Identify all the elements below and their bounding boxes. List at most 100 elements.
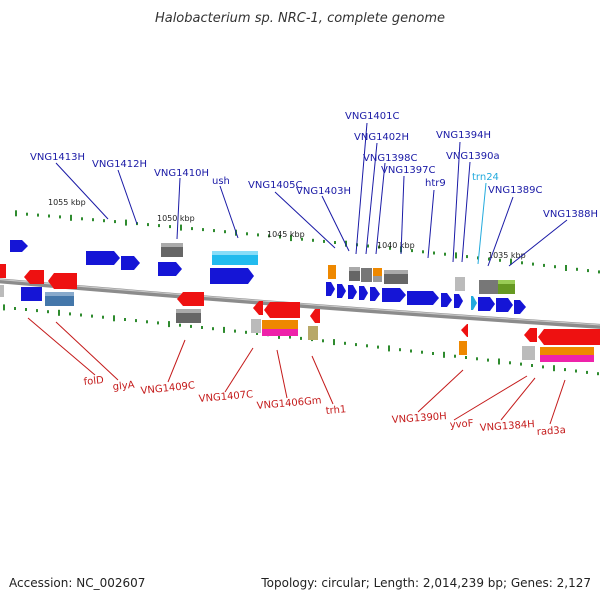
gene-forward bbox=[478, 297, 495, 311]
feature-box bbox=[540, 347, 594, 355]
forward-strand-genes bbox=[10, 240, 526, 314]
tick-mark bbox=[399, 348, 401, 352]
gene-forward bbox=[359, 286, 368, 300]
tick-mark bbox=[499, 258, 501, 262]
tick-mark bbox=[190, 324, 192, 328]
tick-mark bbox=[333, 339, 335, 346]
tick-mark bbox=[553, 365, 555, 372]
feature-box bbox=[373, 268, 382, 276]
tick-mark bbox=[488, 257, 490, 261]
tick-mark bbox=[179, 323, 181, 327]
scale-label: 1050 kbp bbox=[157, 214, 195, 223]
gene-label: VNG1390H bbox=[391, 411, 447, 426]
accession-text: Accession: NC_002607 bbox=[9, 576, 145, 590]
tick-mark bbox=[191, 227, 193, 231]
tick-mark bbox=[487, 358, 489, 362]
forward-labels: VNG1413H VNG1412H VNG1410H ush VNG1405C … bbox=[30, 111, 598, 220]
gene-forward bbox=[348, 285, 357, 299]
tick-mark bbox=[510, 258, 512, 265]
tick-mark bbox=[70, 214, 72, 221]
tick-mark bbox=[587, 269, 589, 273]
tick-mark bbox=[289, 335, 291, 339]
tick-mark bbox=[377, 345, 379, 349]
tick-mark bbox=[169, 225, 171, 229]
tick-mark bbox=[36, 309, 38, 313]
scale-label: 1055 kbp bbox=[48, 198, 86, 207]
feature-box bbox=[479, 280, 498, 294]
gene-forward bbox=[407, 291, 439, 305]
gene-label: VNG1398C bbox=[363, 153, 418, 164]
tick-mark bbox=[158, 224, 160, 228]
tick-mark bbox=[246, 232, 248, 236]
tick-mark bbox=[565, 265, 567, 271]
gene-label: VNG1401C bbox=[345, 111, 400, 122]
gene-label: VNG1397C bbox=[381, 165, 436, 176]
tick-mark bbox=[102, 315, 104, 319]
tick-row-outer bbox=[15, 210, 600, 274]
gene-forward bbox=[10, 240, 28, 252]
gene-label: VNG1406Gm bbox=[256, 395, 322, 412]
tick-mark bbox=[564, 368, 566, 372]
tick-mark bbox=[554, 265, 556, 269]
tick-mark bbox=[257, 233, 259, 237]
reverse-strand-genes bbox=[0, 264, 600, 345]
tick-mark bbox=[256, 332, 258, 335]
genome-summary-text: Topology: circular; Length: 2,014,239 bp… bbox=[260, 576, 591, 590]
tick-mark bbox=[14, 307, 16, 310]
tick-mark bbox=[245, 330, 247, 334]
tick-mark bbox=[322, 339, 324, 343]
tick-mark bbox=[69, 312, 71, 316]
tick-mark bbox=[422, 250, 424, 254]
gene-label: VNG1402H bbox=[354, 132, 409, 143]
tick-mark bbox=[234, 329, 236, 333]
gene-label: rad3a bbox=[536, 425, 566, 438]
tick-mark bbox=[498, 358, 500, 365]
tick-mark bbox=[268, 234, 270, 238]
feature-box bbox=[262, 320, 298, 329]
gene-forward bbox=[454, 294, 463, 308]
scale-label: 1040 kbp bbox=[377, 241, 415, 250]
tick-mark bbox=[334, 241, 336, 244]
tick-mark bbox=[92, 218, 94, 222]
gene-forward bbox=[326, 282, 335, 296]
tick-mark bbox=[157, 321, 159, 325]
gene-reverse bbox=[461, 324, 468, 337]
feature-box bbox=[308, 326, 318, 340]
scale-label: 1045 kbp bbox=[267, 230, 305, 239]
gene-reverse-blue bbox=[21, 287, 42, 301]
tick-mark bbox=[598, 270, 600, 274]
tick-mark bbox=[15, 210, 17, 217]
tick-mark bbox=[389, 246, 391, 250]
tick-mark bbox=[48, 214, 50, 218]
tick-mark bbox=[454, 354, 456, 358]
gene-forward bbox=[86, 251, 120, 265]
forward-feature-boxes bbox=[161, 243, 515, 294]
tick-mark bbox=[466, 255, 468, 259]
tick-mark bbox=[146, 320, 148, 324]
tick-mark bbox=[576, 267, 578, 271]
gene-forward bbox=[337, 284, 346, 298]
gene-reverse bbox=[253, 301, 263, 315]
tick-mark bbox=[542, 365, 544, 369]
feature-box bbox=[522, 346, 535, 360]
map-title: Halobacterium sp. NRC-1, complete genome bbox=[155, 11, 445, 26]
tick-mark bbox=[114, 220, 116, 224]
tick-mark bbox=[378, 245, 380, 249]
tick-mark bbox=[367, 244, 369, 248]
gene-reverse bbox=[538, 329, 600, 345]
scale-labels: 1055 kbp 1050 kbp 1045 kbp 1040 kbp 1035… bbox=[48, 198, 526, 260]
tick-mark bbox=[202, 228, 204, 232]
gene-label: VNG1413H bbox=[30, 152, 85, 163]
tick-mark bbox=[410, 349, 412, 353]
tick-mark bbox=[223, 326, 225, 333]
gene-label: VNG1412H bbox=[92, 159, 147, 170]
gene-reverse bbox=[310, 309, 320, 323]
gene-label: VNG1384H bbox=[479, 419, 535, 434]
tick-mark bbox=[124, 318, 126, 321]
tick-mark bbox=[312, 238, 314, 242]
tick-mark bbox=[147, 223, 149, 227]
gene-label: VNG1394H bbox=[436, 130, 491, 141]
gene-reverse bbox=[264, 302, 300, 318]
